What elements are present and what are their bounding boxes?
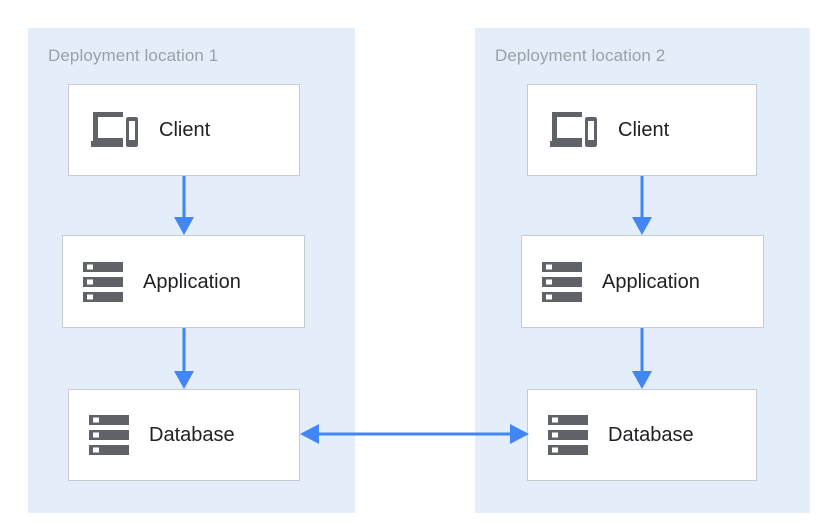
server-icon [548,414,588,456]
node-database-1[interactable]: Database [68,389,300,481]
node-database-1-label: Database [149,424,235,446]
node-database-2[interactable]: Database [527,389,757,481]
node-application-2[interactable]: Application [521,235,764,328]
zone-1-title: Deployment location 1 [48,46,219,65]
node-client-1[interactable]: Client [68,84,300,176]
node-database-2-label: Database [608,424,694,446]
server-icon [542,261,582,303]
zone-2-title: Deployment location 2 [495,46,666,65]
node-client-1-label: Client [159,119,211,141]
server-icon [83,261,123,303]
devices-icon [548,110,598,150]
node-application-1-label: Application [143,270,241,293]
node-client-2[interactable]: Client [527,84,757,176]
server-icon [89,414,129,456]
node-application-1[interactable]: Application [62,235,305,328]
node-client-2-label: Client [618,119,670,141]
devices-icon [89,110,139,150]
node-application-2-label: Application [602,270,700,293]
